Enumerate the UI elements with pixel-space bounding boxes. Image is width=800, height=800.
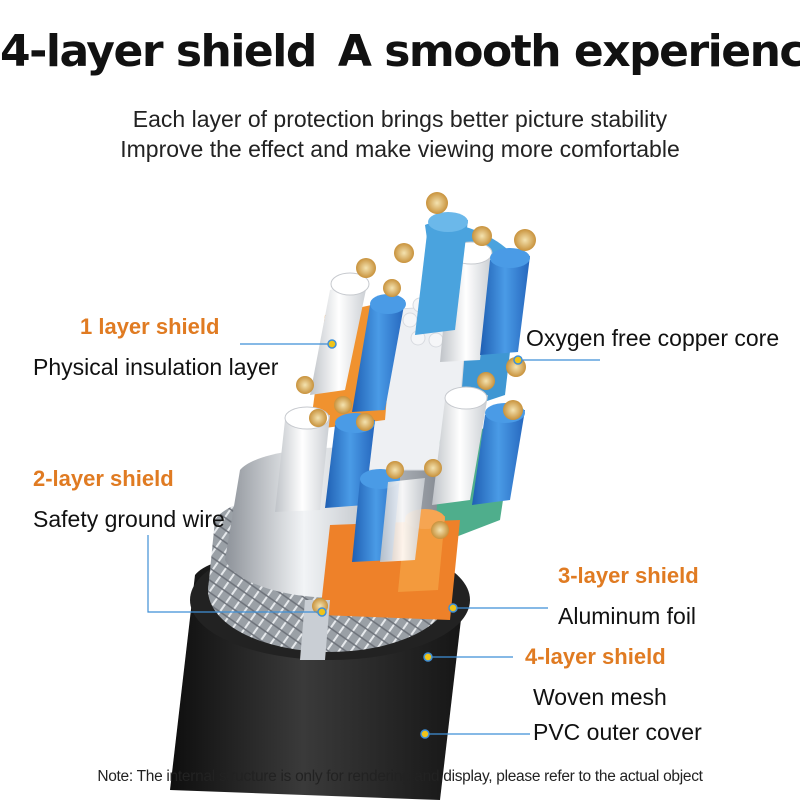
white-conductor-left — [310, 280, 368, 395]
layer-3-description: Aluminum foil — [558, 603, 697, 629]
blue-conductor-mid-right — [472, 410, 525, 505]
leader-lines — [147, 343, 600, 735]
copper-core-description: Oxygen free copper core — [526, 325, 780, 351]
headline-part-1: 4-layer shield — [0, 26, 317, 77]
subtitle-line-2: Improve the effect and make viewing more… — [120, 136, 680, 162]
layer-4-description: Woven mesh — [533, 684, 667, 710]
blue-conductor-right — [480, 256, 530, 355]
leader-dots — [317, 339, 523, 739]
leader-ground-wire — [147, 535, 322, 613]
layer-4-title: 4-layer shield — [525, 644, 666, 669]
layer-3-title: 3-layer shield — [558, 563, 699, 588]
blue-conductor-left — [352, 300, 405, 412]
layer-2-description: Safety ground wire — [33, 506, 225, 532]
white-conductor-front — [380, 478, 425, 562]
disclaimer-note: Note: The internal structure is only for… — [97, 768, 703, 785]
subtitle-line-1: Each layer of protection brings better p… — [132, 106, 668, 132]
headline: 4-layer shield A smooth experience — [0, 26, 800, 77]
headline-part-2: A smooth experience — [337, 26, 800, 77]
cyan-conductor-top — [415, 220, 468, 335]
cover-description: PVC outer cover — [533, 719, 702, 745]
white-conductor-mid-right — [432, 395, 488, 505]
layer-1-title: 1 layer shield — [80, 314, 220, 339]
white-conductor-mid-left — [275, 415, 330, 512]
layer-2-title: 2-layer shield — [33, 466, 174, 491]
layer-1-description: Physical insulation layer — [33, 354, 279, 380]
